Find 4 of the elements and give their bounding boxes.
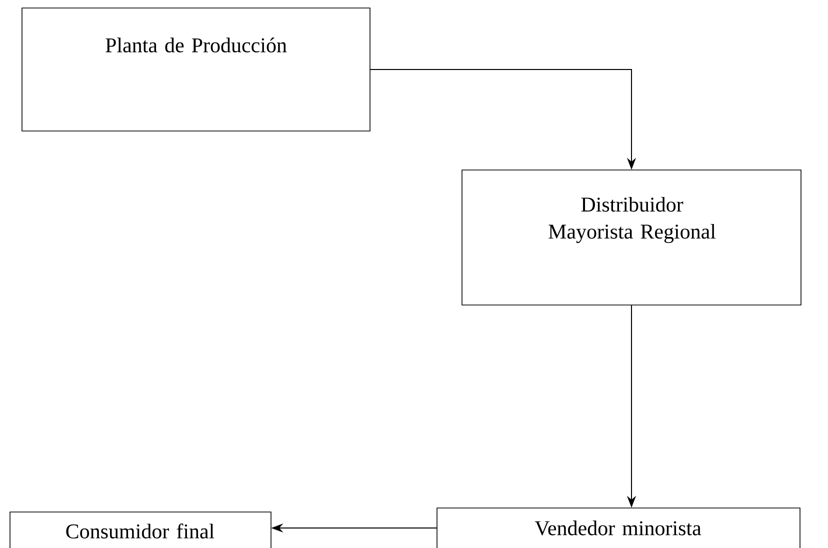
process-box: Vendedor minorista (436, 508, 800, 548)
process-box: Consumidor final (10, 512, 272, 548)
process-box: Planta de Producción (22, 8, 370, 132)
process-box: Distribuidor Mayorista Regional (462, 170, 802, 306)
